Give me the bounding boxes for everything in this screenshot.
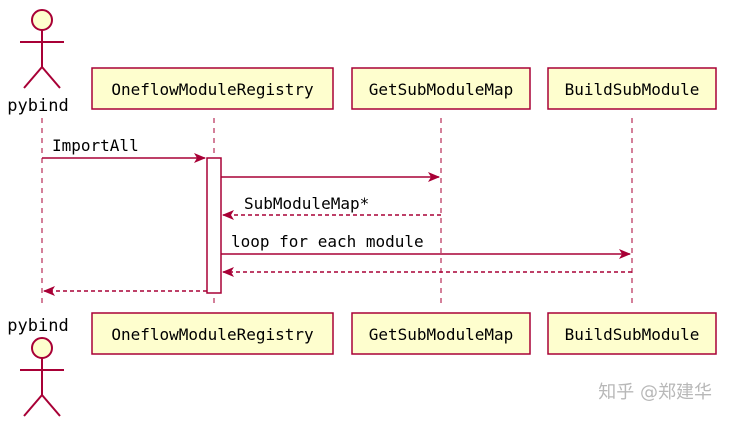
message-loop-label: loop for each module <box>231 232 424 251</box>
participant-buildsubmodule-bottom-label: BuildSubModule <box>565 325 700 344</box>
message-loop-buildsubmodule: loop for each module <box>221 232 631 259</box>
participant-getsubmodulemap-bottom-label: GetSubModuleMap <box>369 325 514 344</box>
participant-getsubmodulemap-bottom: GetSubModuleMap <box>351 312 531 355</box>
participant-registry-top-label: OneflowModuleRegistry <box>111 80 314 99</box>
actor-label-top: pybind <box>7 96 68 116</box>
participant-registry-bottom: OneflowModuleRegistry <box>91 312 334 355</box>
watermark-text: 知乎 @郑建华 <box>598 382 712 403</box>
message-importall-label: ImportAll <box>52 136 139 155</box>
participant-buildsubmodule-top-label: BuildSubModule <box>565 80 700 99</box>
participant-registry-bottom-label: OneflowModuleRegistry <box>111 325 314 344</box>
participant-getsubmodulemap-top: GetSubModuleMap <box>351 67 531 110</box>
participant-registry-top: OneflowModuleRegistry <box>91 67 334 110</box>
actor-label-bottom: pybind <box>7 316 68 336</box>
message-importall: ImportAll <box>42 136 206 163</box>
participant-buildsubmodule-bottom: BuildSubModule <box>547 312 717 355</box>
message-submodulemap-label: SubModuleMap* <box>244 194 369 213</box>
actor-pybind-bottom <box>20 337 64 417</box>
participant-buildsubmodule-top: BuildSubModule <box>547 67 717 110</box>
actor-pybind-top <box>20 9 64 89</box>
message-return-submodulemap: SubModuleMap* <box>222 194 441 220</box>
activation-bar-registry <box>206 157 222 294</box>
participant-getsubmodulemap-top-label: GetSubModuleMap <box>369 80 514 99</box>
